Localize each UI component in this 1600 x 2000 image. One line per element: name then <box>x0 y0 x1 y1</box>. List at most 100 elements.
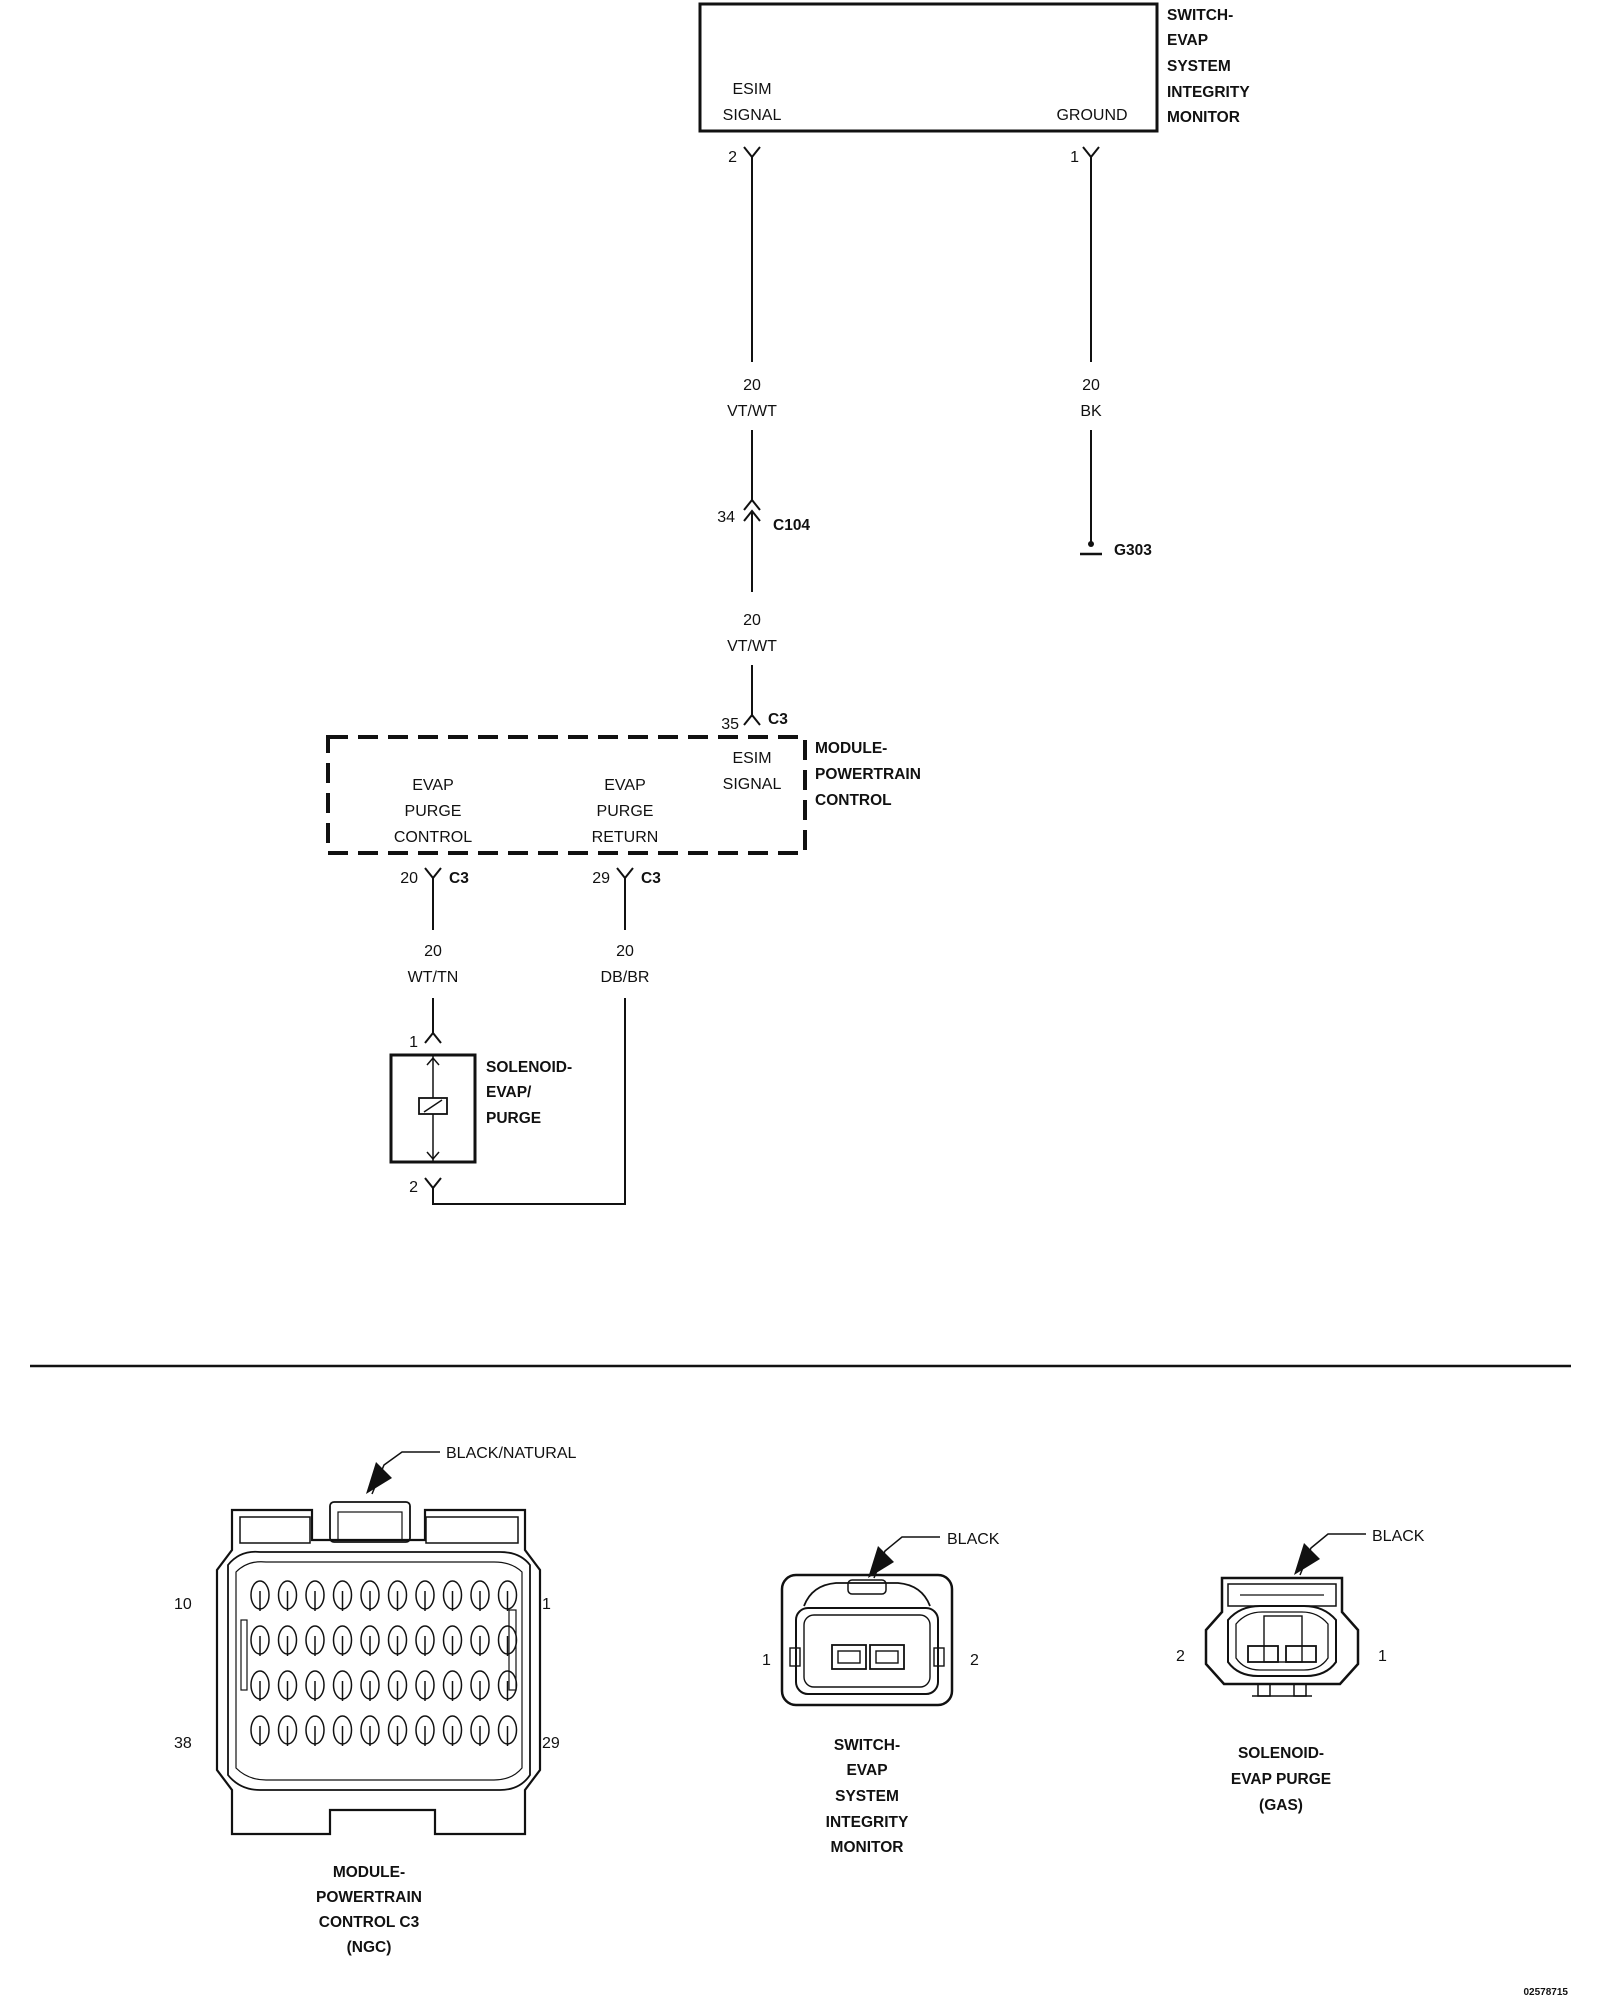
solenoid-coil-slash <box>423 1099 443 1113</box>
solenoid-conn-name-line2: EVAP PURGE <box>1231 1771 1331 1788</box>
solenoid-conn-cavity-1 <box>1285 1645 1317 1663</box>
solenoid-name-line3: PURGE <box>486 1110 541 1127</box>
esim-conn-pointer-arrow <box>868 1546 894 1578</box>
pcm-c3-lock-tab-inner <box>337 1511 403 1541</box>
wire-purge-return-bottom <box>432 998 626 1205</box>
wire-purge-return-gauge: 20 <box>616 943 634 960</box>
solenoid-pin2-terminal <box>424 1177 442 1190</box>
wire-esim-lower-gauge: 20 <box>743 612 761 629</box>
solenoid-conn-cavity-2 <box>1247 1645 1279 1663</box>
pcm-c3-latch-right <box>425 1516 519 1544</box>
pcm-esim-label-line1: ESIM <box>732 750 771 767</box>
esim-switch-connector-view: BLACK 1 2 SWITCH- EVAP SYSTEM INTEGRITY … <box>762 1531 1000 1856</box>
pcm-c3-inner-face <box>227 1550 531 1791</box>
wire-ground-gauge: 20 <box>1082 377 1100 394</box>
purge-control-circuit: 20 C3 20 WT/TN 1 <box>400 867 469 1051</box>
esim-conn-key-right <box>933 1647 945 1667</box>
wire-ground-color: BK <box>1080 403 1102 420</box>
wire-esim-upper-color: VT/WT <box>727 403 777 420</box>
solenoid-conn-inner-face-2 <box>1235 1611 1329 1671</box>
pcm-purge-control-line2: PURGE <box>405 803 462 820</box>
pcm-c3-pin-38: 38 <box>174 1735 192 1752</box>
pcm-purge-return-line2: PURGE <box>597 803 654 820</box>
pcm-c3-latch-left <box>239 1516 311 1544</box>
solenoid-conn-outer-shell <box>1204 1576 1360 1686</box>
figure-id: 02578715 <box>1524 1987 1569 1998</box>
esim-conn-pin-2: 2 <box>970 1652 979 1669</box>
c104-pin-number: 34 <box>717 509 735 526</box>
c104-terminal-upper <box>743 498 761 511</box>
pin1-terminal <box>1082 146 1100 159</box>
solenoid-conn-center-key <box>1263 1615 1303 1663</box>
esim-conn-terminal-1 <box>837 1650 861 1664</box>
solenoid-name-line2: EVAP/ <box>486 1084 532 1101</box>
esim-switch-name-line2: EVAP <box>1167 32 1208 49</box>
pcm-c3-connector-view: BLACK/NATURAL 10 1 38 29 MODULE- POWERTR… <box>174 1445 577 1956</box>
solenoid-connector-view: BLACK 2 1 SOLENOID- EVAP PURGE (GAS) <box>1176 1528 1425 1814</box>
pcm-purge-return-line3: RETURN <box>592 829 659 846</box>
esim-conn-latch-arc <box>803 1582 931 1607</box>
c104-name: C104 <box>773 517 810 534</box>
wire-purge-control-gauge: 20 <box>424 943 442 960</box>
esim-pin2-number: 2 <box>728 149 737 166</box>
esim-conn-cavity-1 <box>831 1644 867 1670</box>
pcm-name-line1: MODULE- <box>815 740 887 757</box>
esim-switch-name-line4: INTEGRITY <box>1167 84 1250 101</box>
esim-pin-label-line1: ESIM <box>732 81 771 98</box>
pcm-name-line3: CONTROL <box>815 792 892 809</box>
pcm-c3-name-line2: POWERTRAIN <box>316 1889 422 1906</box>
esim-switch-name-line5: MONITOR <box>1167 109 1240 126</box>
wire-esim-upper-gauge: 20 <box>743 377 761 394</box>
solenoid-name-line1: SOLENOID- <box>486 1059 572 1076</box>
ground-pin-label: GROUND <box>1056 107 1127 124</box>
esim-conn-terminal-2 <box>875 1650 899 1664</box>
solenoid-conn-color-label: BLACK <box>1372 1528 1425 1545</box>
pcm-pin20-connector: C3 <box>449 870 469 887</box>
pcm-c3-color-label: BLACK/NATURAL <box>446 1445 577 1462</box>
esim-signal-circuit: 2 20 VT/WT 34 C104 20 VT/WT 35 C3 <box>717 146 810 733</box>
esim-conn-inner-face-2 <box>803 1614 931 1688</box>
esim-conn-latch <box>847 1579 887 1595</box>
esim-switch-box <box>698 2 1159 133</box>
ground-circuit: 1 20 BK G303 <box>1070 146 1152 559</box>
purge-return-circuit: 29 C3 20 DB/BR 2 <box>409 867 661 1205</box>
wire-purge-return-color: DB/BR <box>601 969 650 986</box>
esim-conn-name-line1: SWITCH- <box>834 1737 900 1754</box>
pcm-c3-name-line4: (NGC) <box>347 1939 392 1956</box>
pcm-c3-pin-29: 29 <box>542 1735 560 1752</box>
pcm-name-line2: POWERTRAIN <box>815 766 921 783</box>
solenoid-conn-pin-1: 1 <box>1378 1648 1387 1665</box>
pcm-pin29-number: 29 <box>592 870 610 887</box>
pcm-purge-control-line3: CONTROL <box>394 829 472 846</box>
solenoid-arrow-bottom <box>426 1151 440 1161</box>
solenoid-conn-name-line1: SOLENOID- <box>1238 1745 1324 1762</box>
pcm-c3-pin-1: 1 <box>542 1596 551 1613</box>
esim-switch-name-line1: SWITCH- <box>1167 7 1233 24</box>
pin2-terminal <box>743 146 761 159</box>
esim-pin1-number: 1 <box>1070 149 1079 166</box>
esim-conn-key-left <box>789 1647 801 1667</box>
pcm-pin35-terminal <box>743 713 761 726</box>
pcm-pin29-terminal <box>616 867 634 880</box>
solenoid-conn-foot-left <box>1257 1683 1271 1697</box>
solenoid-component: SOLENOID- EVAP/ PURGE <box>389 1053 572 1164</box>
wire-esim-lower-color: VT/WT <box>727 638 777 655</box>
ground-dot <box>1088 541 1094 547</box>
esim-conn-name-line5: MONITOR <box>831 1839 904 1856</box>
solenoid-conn-inner-face <box>1227 1605 1337 1677</box>
solenoid-pin1-number: 1 <box>409 1034 418 1051</box>
pcm-purge-control-line1: EVAP <box>412 777 454 794</box>
pcm-box <box>326 735 807 855</box>
pcm-c3-key-left <box>240 1619 248 1691</box>
pcm-c3-key-right <box>508 1609 517 1691</box>
pcm-c3-pin-10: 10 <box>174 1596 192 1613</box>
esim-conn-outer-shell <box>780 1573 954 1707</box>
pcm-c3-name-line1: MODULE- <box>333 1864 405 1881</box>
esim-conn-inner-face <box>795 1607 939 1695</box>
solenoid-conn-pointer-arrow <box>1294 1543 1320 1575</box>
ground-point-label: G303 <box>1114 542 1152 559</box>
pcm-c3-outer-shell <box>215 1508 542 1836</box>
pcm-c3-inner-face-2 <box>235 1561 523 1781</box>
pcm-esim-label-line2: SIGNAL <box>723 776 782 793</box>
